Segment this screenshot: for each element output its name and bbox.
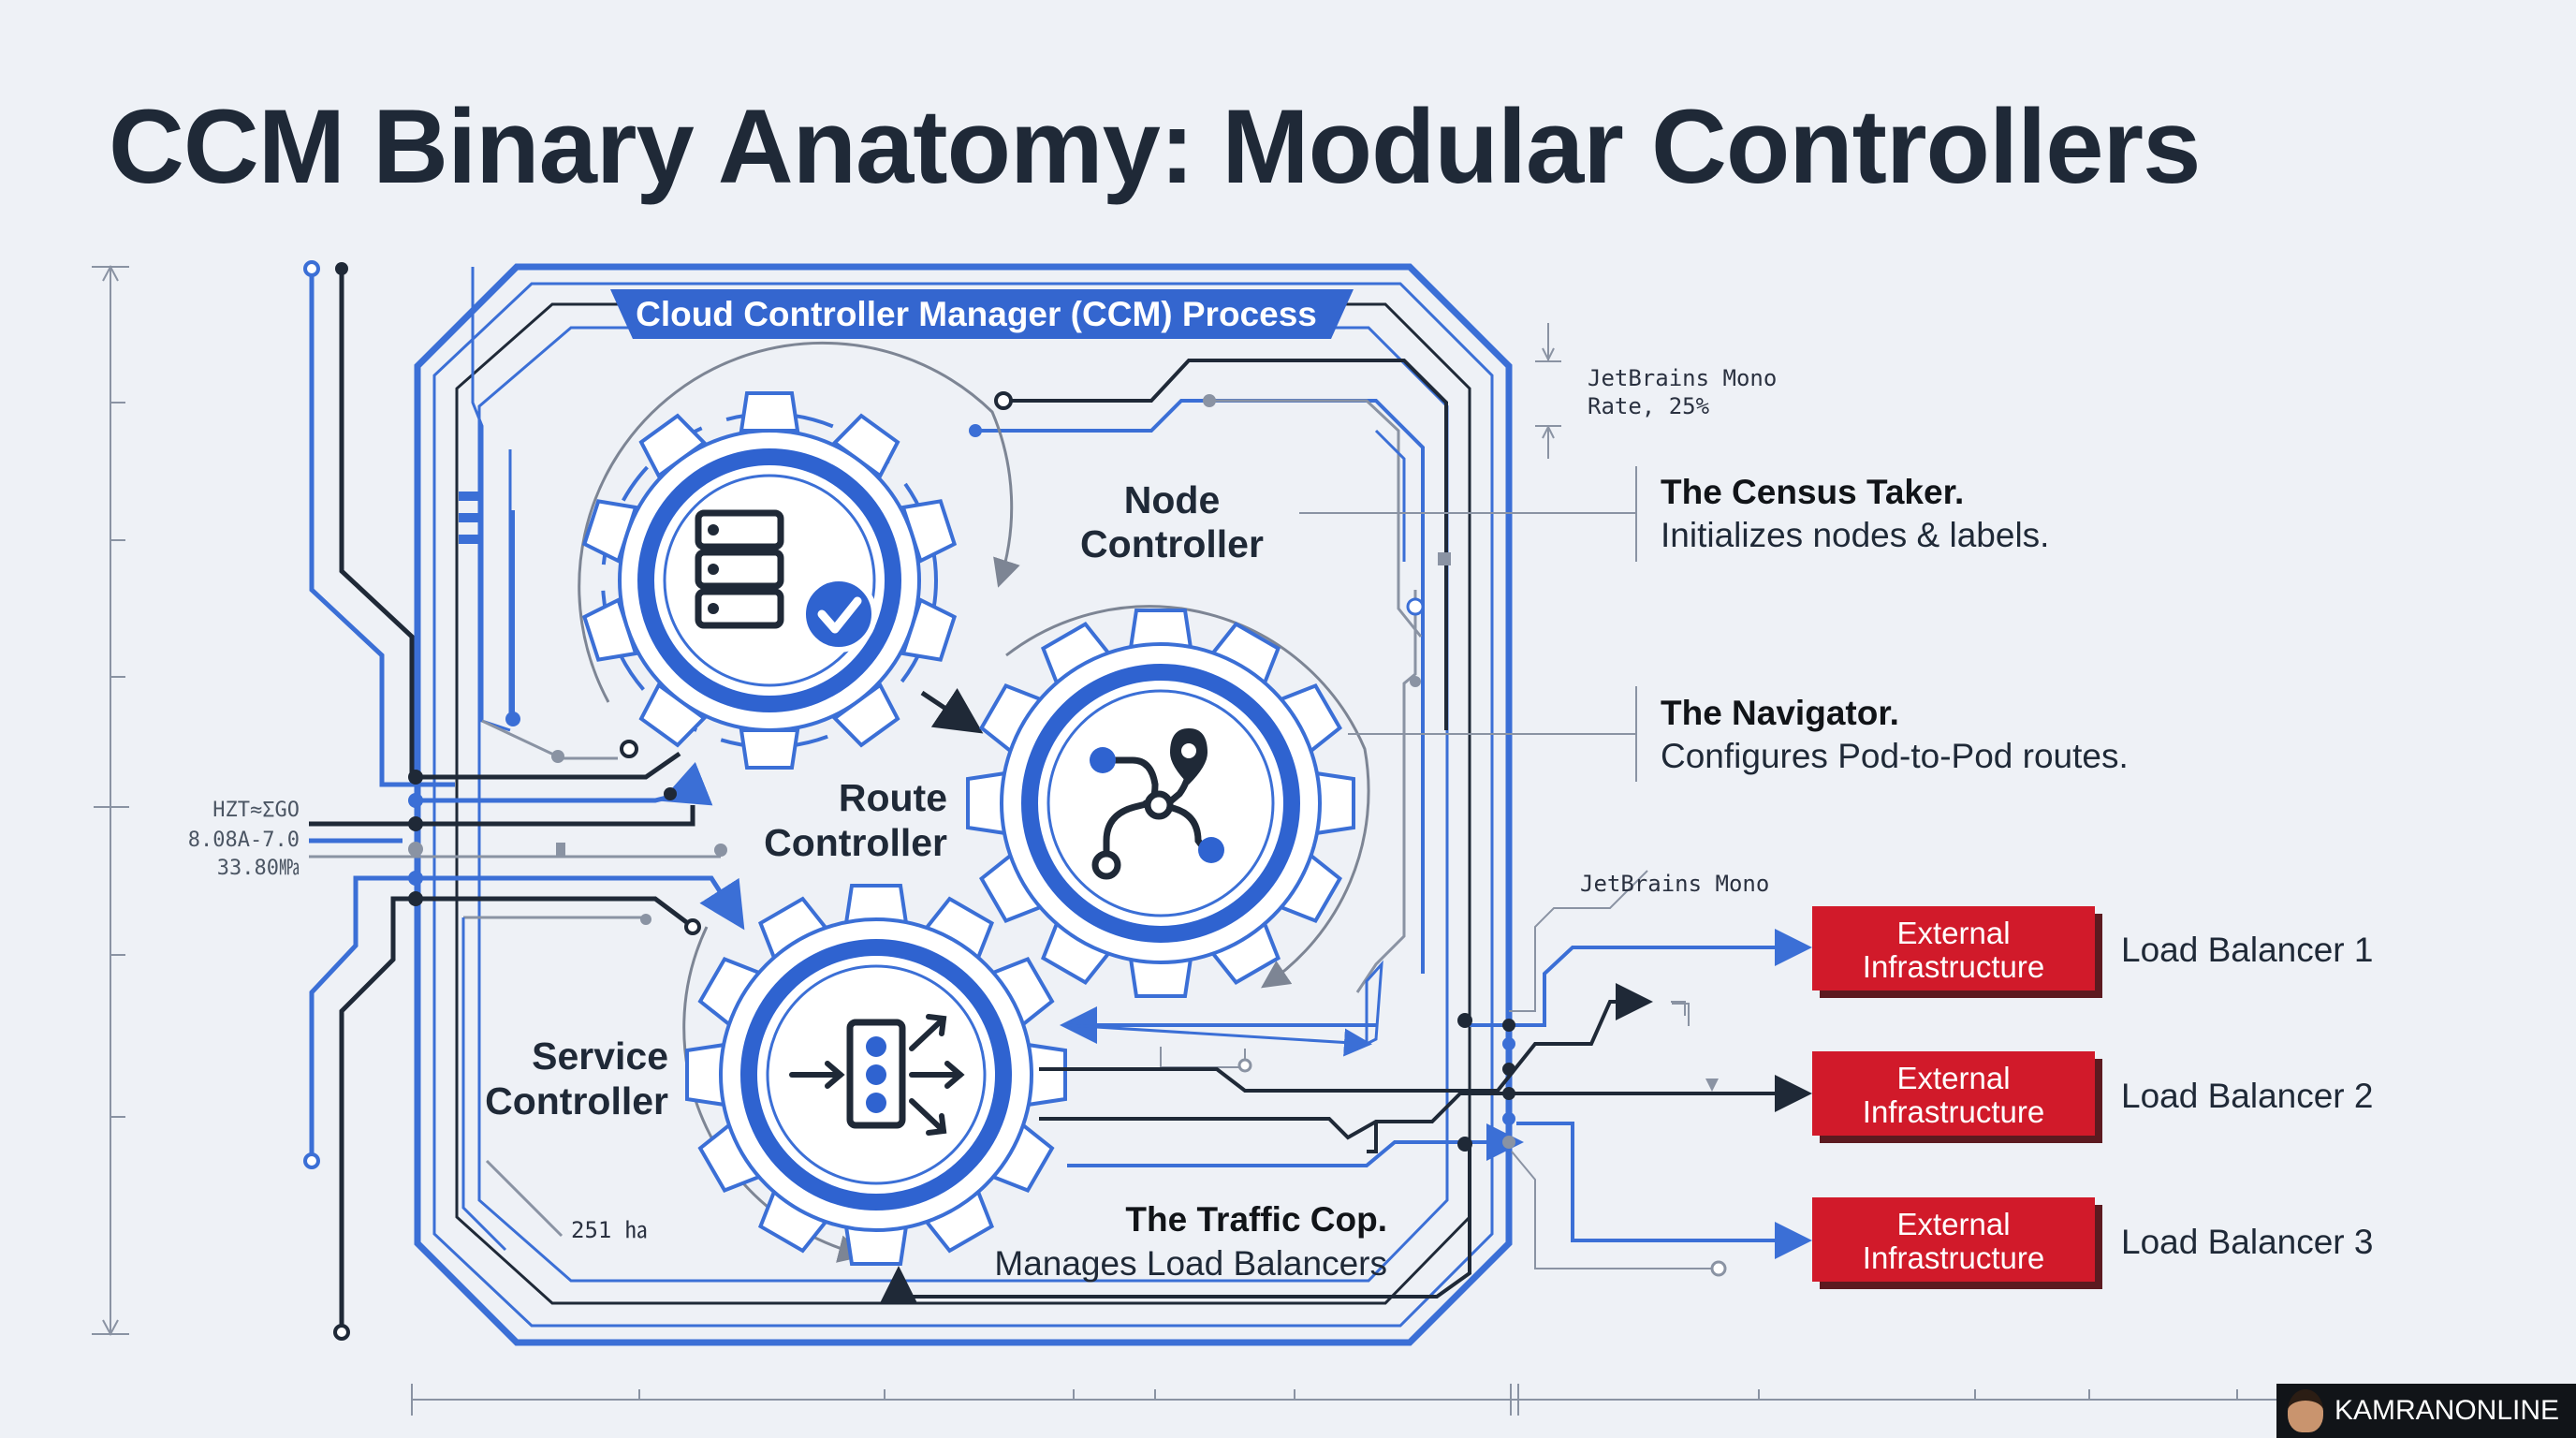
- left-ruler: [92, 264, 129, 1337]
- node-controller-label-line2: Controller: [1080, 522, 1264, 565]
- annotation-leaders: [1299, 323, 1637, 782]
- infra-1-line1: External: [1896, 916, 2010, 950]
- navigator-description: Configures Pod-to-Pod routes.: [1661, 737, 2129, 775]
- tech-note-top-right-line1: JetBrains Mono: [1588, 365, 1777, 391]
- avatar-icon: [2288, 1389, 2323, 1432]
- service-controller-label-line2: Controller: [485, 1079, 668, 1123]
- traffic-cop-title: The Traffic Cop.: [1125, 1200, 1387, 1239]
- infrastructure-box-1: External Infrastructure: [1812, 906, 2102, 998]
- route-controller-label-line1: Route: [839, 776, 947, 819]
- route-controller-gear: [966, 609, 1355, 998]
- tech-note-bottom-left: 251 ㏊: [571, 1217, 648, 1243]
- traffic-cop-description: Manages Load Balancers: [994, 1244, 1387, 1283]
- node-controller-label-line1: Node: [1124, 478, 1221, 521]
- server-check-icon: [695, 509, 877, 653]
- top-internal-nodes: [969, 391, 1451, 687]
- bottom-ruler: [411, 1384, 2396, 1416]
- page-title: CCM Binary Anatomy: Modular Controllers: [109, 88, 2201, 205]
- service-controller-gear: [685, 884, 1067, 1266]
- watermark-badge: KAMRANONLINE: [2276, 1384, 2576, 1438]
- load-balancer-1-label: Load Balancer 1: [2121, 931, 2373, 969]
- census-taker-title: The Census Taker.: [1661, 473, 1964, 511]
- infra-2-line2: Infrastructure: [1863, 1094, 2044, 1129]
- service-infra-nodes: [1237, 960, 1727, 1277]
- infra-2-line1: External: [1896, 1061, 2010, 1095]
- process-banner-label: Cloud Controller Manager (CCM) Process: [636, 295, 1317, 333]
- service-controller-label-line1: Service: [532, 1034, 668, 1078]
- infra-3-line2: Infrastructure: [1863, 1240, 2044, 1275]
- tech-note-left-line1: HZT≈ΣGO: [212, 799, 300, 822]
- tech-note-top-right-line2: Rate, 25%: [1588, 393, 1710, 419]
- node-controller-gear: [581, 391, 958, 770]
- infrastructure-box-2: External Infrastructure: [1812, 1051, 2102, 1143]
- node-to-route-arrow: [920, 688, 984, 734]
- top-internal-traces: [975, 359, 1448, 993]
- census-taker-description: Initializes nodes & labels.: [1661, 516, 2049, 554]
- watermark-text: KAMRANONLINE: [2334, 1395, 2560, 1426]
- tech-note-mid-right: JetBrains Mono: [1580, 871, 1769, 897]
- load-balancer-2-label: Load Balancer 2: [2121, 1077, 2373, 1115]
- process-banner: Cloud Controller Manager (CCM) Process: [610, 289, 1354, 339]
- infra-3-line1: External: [1896, 1207, 2010, 1241]
- service-infra-traces: [880, 870, 1812, 1303]
- ccm-process-frame: [414, 263, 1513, 1346]
- traffic-split-icon: [789, 1014, 965, 1136]
- route-controller-label-line2: Controller: [764, 821, 947, 864]
- infrastructure-box-3: External Infrastructure: [1812, 1197, 2102, 1289]
- load-balancer-3-label: Load Balancer 3: [2121, 1223, 2373, 1261]
- tech-note-left-line3: 33.80㎫: [217, 857, 300, 880]
- left-circuit-nodes: [303, 260, 727, 1341]
- navigator-title: The Navigator.: [1661, 694, 1899, 732]
- infra-1-line2: Infrastructure: [1863, 949, 2044, 984]
- tech-note-left-line2: 8.08A-7.0: [188, 829, 300, 852]
